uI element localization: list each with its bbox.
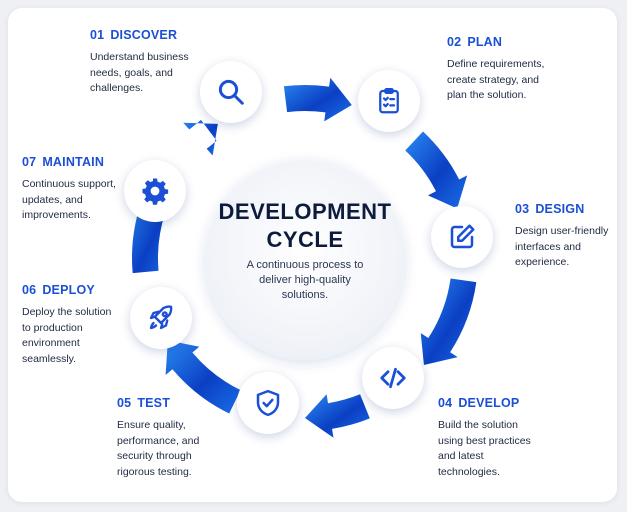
gear-icon [142,178,169,205]
design-node [431,206,493,268]
step-name: DESIGN [535,202,585,216]
step-name: DEPLOY [42,283,95,297]
cycle-arrow-segment [165,340,241,414]
step-name: DISCOVER [110,28,178,42]
plan-node [358,70,420,132]
search-icon [218,79,244,105]
step-discover: 01 DISCOVER Understand business needs, go… [90,28,250,97]
test-node [237,372,299,434]
step-number: 04 [438,396,453,410]
step-title: 05 TEST [117,396,277,410]
shield-check-icon [256,389,280,417]
center-subtitle-line3: solutions. [281,289,329,301]
step-description: Build the solution using best practices … [438,419,531,478]
step-title: 02 PLAN [447,35,607,49]
step-title: 03 DESIGN [515,202,621,216]
center-title-line2: CYCLE [266,227,344,252]
step-name: PLAN [467,35,503,49]
step-number: 02 [447,35,462,49]
step-number: 01 [90,28,105,42]
cycle-arrow-segment [305,394,370,438]
step-deploy: 06 DEPLOY Deploy the solution to producti… [22,283,182,367]
step-description: Design user-friendly interfaces and expe… [515,225,609,268]
center-circle [205,160,405,360]
step-description: Ensure quality, performance, and securit… [117,419,200,478]
center-title: DEVELOPMENT CYCLE [205,198,405,254]
step-design: 03 DESIGN Design user-friendly interfaces… [515,202,621,271]
maintain-node [124,160,186,222]
center-subtitle-line1: A continuous process to [246,259,364,271]
deploy-node [130,287,192,349]
center-subtitle: A continuous process to deliver high-qua… [225,258,385,303]
center-title-line1: DEVELOPMENT [218,199,392,224]
step-description: Deploy the solution to production enviro… [22,306,112,365]
step-name: MAINTAIN [42,155,105,169]
step-number: 07 [22,155,37,169]
step-develop: 04 DEVELOP Build the solution using best … [438,396,598,480]
step-name: TEST [137,396,171,410]
step-plan: 02 PLAN Define requirements, create strat… [447,35,607,104]
step-description: Understand business needs, goals, and ch… [90,51,189,94]
cycle-arrow-segment [183,119,218,156]
step-test: 05 TEST Ensure quality, performance, and … [117,396,277,480]
cycle-arrow-segment [283,77,352,122]
step-number: 06 [22,283,37,297]
cycle-arrow-segment [420,278,477,366]
step-name: DEVELOP [458,396,520,410]
step-title: 06 DEPLOY [22,283,182,297]
develop-node [362,347,424,409]
step-number: 05 [117,396,132,410]
step-description: Continuous support, updates, and improve… [22,178,116,221]
step-title: 04 DEVELOP [438,396,598,410]
step-maintain: 07 MAINTAIN Continuous support, updates, … [22,155,182,224]
step-number: 03 [515,202,530,216]
step-title: 07 MAINTAIN [22,155,182,169]
step-title: 01 DISCOVER [90,28,250,42]
cycle-arrow-segment [405,131,468,209]
step-description: Define requirements, create strategy, an… [447,58,545,101]
center-subtitle-line2: deliver high-quality [259,274,351,286]
discover-node [200,61,262,123]
code-icon [380,367,406,389]
edit-pencil-icon [450,224,475,249]
rocket-icon [149,305,173,330]
clipboard-checklist-icon [379,88,399,114]
